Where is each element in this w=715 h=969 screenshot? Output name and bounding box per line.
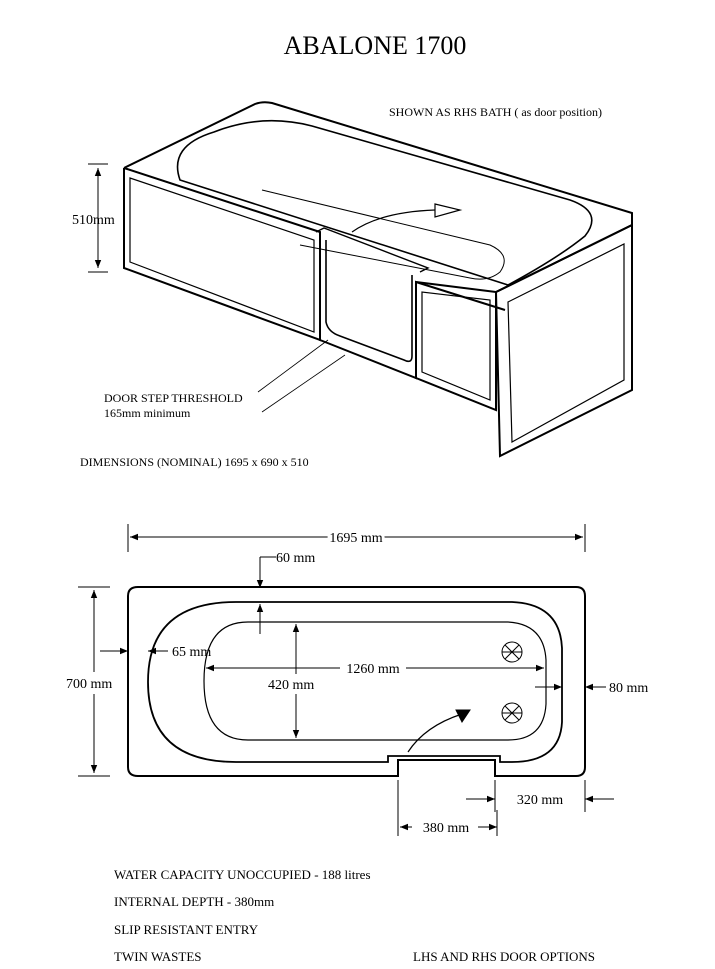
isometric-view — [88, 101, 633, 458]
feature-slip-resistant: SLIP RESISTANT ENTRY — [114, 922, 259, 937]
waste-icon-bottom — [501, 702, 523, 724]
overall-width-label: 700 mm — [66, 677, 112, 692]
door-right-label: 320 mm — [517, 793, 563, 808]
plan-floor-outline — [203, 621, 547, 741]
bath-bowl-outline — [176, 119, 593, 286]
door-step-value: 165mm minimum — [104, 406, 191, 420]
feature-internal-depth: INTERNAL DEPTH - 380mm — [114, 894, 274, 909]
rim-left-label: 65 mm — [172, 645, 211, 660]
bath-rim-outline — [123, 101, 633, 293]
rim-top-label: 60 mm — [276, 551, 315, 566]
rim-right-label: 80 mm — [609, 681, 648, 696]
plan-bowl-outline — [147, 601, 563, 763]
feature-twin-wastes: TWIN WASTES — [114, 949, 202, 964]
door-step-label: DOOR STEP THRESHOLD — [104, 391, 243, 405]
entry-arrow-head — [455, 709, 471, 723]
arrow-head-iso — [434, 203, 463, 218]
waste-icon-top — [501, 641, 523, 663]
door-panel — [325, 240, 413, 363]
shown-as-label: SHOWN AS RHS BATH ( as door position) — [389, 105, 602, 119]
plan-outer-rim — [127, 586, 586, 777]
front-panel-inner — [129, 177, 315, 333]
page-title: ABALONE 1700 — [284, 31, 467, 60]
door-top-lip — [315, 227, 430, 273]
front-panel-right-inner — [421, 291, 491, 401]
end-panel-inner — [507, 243, 625, 444]
overall-length-label: 1695 mm — [329, 531, 382, 546]
door-width-label: 380 mm — [423, 821, 469, 836]
feature-water-capacity: WATER CAPACITY UNOCCUPIED - 188 litres — [114, 867, 371, 882]
front-panel-right — [415, 281, 497, 412]
entry-swing-arrow — [407, 713, 463, 753]
height-dimension-label: 510mm — [72, 213, 115, 228]
plan-view — [78, 524, 614, 836]
bath-floor-outline — [261, 189, 505, 280]
inner-length-label: 1260 mm — [346, 662, 399, 677]
end-panel — [494, 223, 633, 458]
door-swing-arrow-iso — [351, 209, 436, 233]
door-options-note: LHS AND RHS DOOR OPTIONS — [413, 949, 595, 964]
dimensions-nominal-label: DIMENSIONS (NOMINAL) 1695 x 690 x 510 — [80, 455, 309, 469]
inner-width-label: 420 mm — [268, 678, 314, 693]
